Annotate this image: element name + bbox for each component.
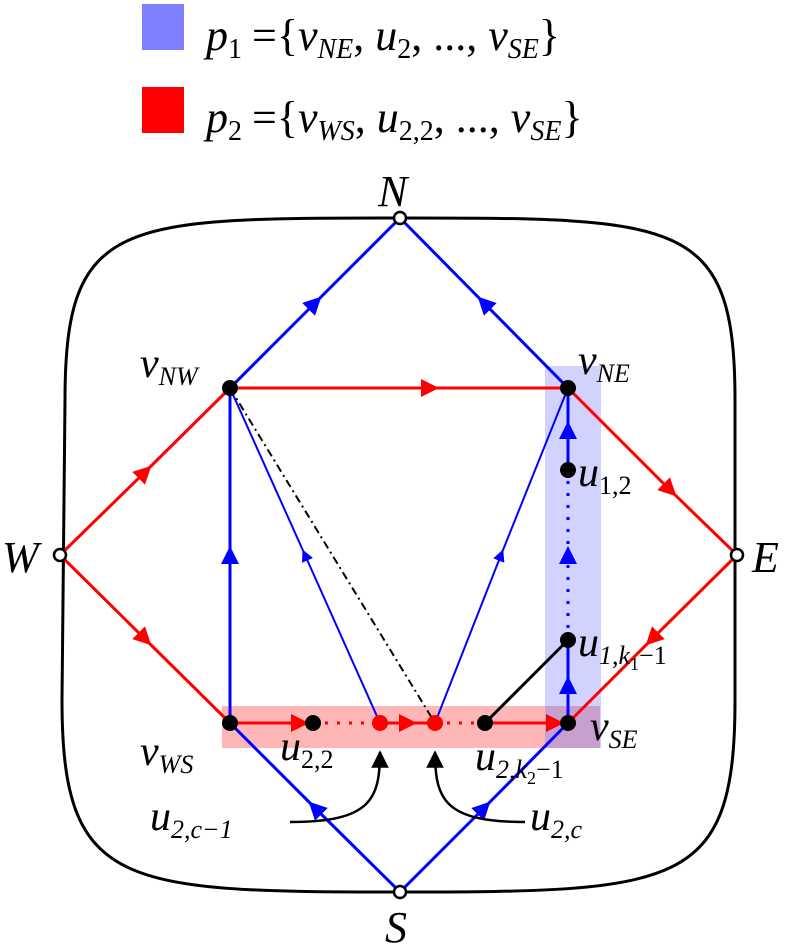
label-W: W (2, 533, 42, 582)
highlight-p2 (222, 706, 600, 748)
vertex-nodes (222, 380, 576, 731)
pointer-u2c1 (289, 750, 389, 824)
label-u2c1: u2,c−1 (150, 794, 233, 844)
label-vNE: vNE (578, 338, 630, 388)
label-u1k: u1,k1−1 (578, 620, 667, 674)
label-u12: u1,2 (578, 450, 632, 500)
label-u2k: u2,k2−1 (475, 734, 564, 788)
dashdot-edge (229, 387, 436, 724)
legend-label-p2: p2={vWS, u2,2, ..., vSE} (203, 93, 583, 147)
legend-swatch-p2 (142, 87, 184, 133)
outer-boundary (60, 216, 737, 894)
pointer-u2c (426, 750, 526, 824)
label-vWS: vWS (140, 729, 193, 779)
terminal-nodes (52, 210, 745, 900)
label-u2c: u2,c (530, 794, 583, 844)
legend-label-p1: p1={vNE, u2, ..., vSE} (203, 11, 560, 65)
label-S: S (385, 903, 407, 946)
label-vSE: vSE (590, 704, 638, 754)
label-N: N (377, 167, 410, 216)
legend-swatch-p1 (142, 4, 184, 50)
label-u22: u2,2 (280, 724, 334, 774)
black-edge (483, 638, 570, 725)
legend: p1={vNE, u2, ..., vSE} p2={vWS, u2,2, ..… (142, 4, 583, 147)
blue-edges (221, 216, 577, 894)
label-E: E (751, 533, 779, 582)
label-vNW: vNW (140, 341, 200, 391)
